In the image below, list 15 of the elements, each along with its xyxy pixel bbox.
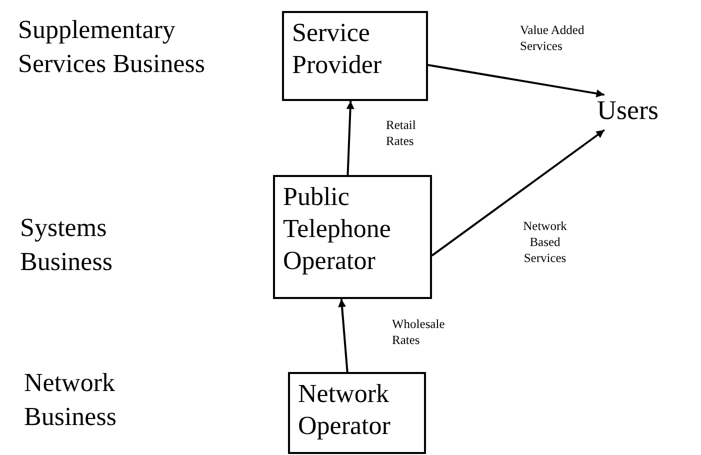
edge-label: Retail Rates <box>386 117 417 149</box>
edge-label: Value Added Services <box>520 22 586 54</box>
edge-label: Wholesale Rates <box>392 316 446 348</box>
arrow <box>431 129 605 256</box>
node-label: Users <box>597 94 689 134</box>
layer-label: Network Business <box>24 367 118 433</box>
process-box: Network Operator <box>288 372 426 454</box>
layer-label: Supplementary Services Business <box>18 14 206 80</box>
arrow <box>346 100 354 176</box>
process-box: Service Provider <box>282 11 428 101</box>
edge-label: Network Based Services <box>522 218 568 266</box>
process-box: Public Telephone Operator <box>273 175 432 299</box>
arrow <box>338 298 348 372</box>
arrow <box>428 64 605 98</box>
layer-label: Systems Business <box>20 212 114 278</box>
